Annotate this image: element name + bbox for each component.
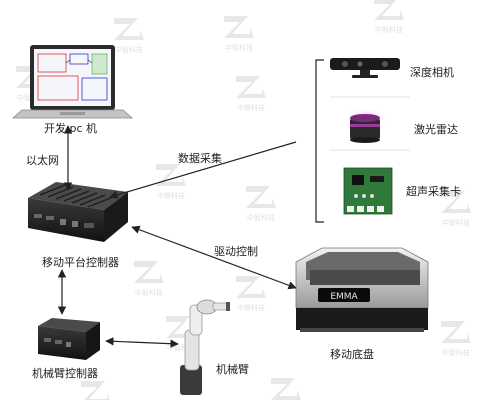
svg-text:中智科技: 中智科技 — [167, 343, 195, 352]
label-drive-control: 驱动控制 — [214, 245, 258, 258]
watermark-logo: 中智科技 — [134, 261, 164, 297]
svg-text:中智科技: 中智科技 — [442, 348, 470, 357]
watermark-logo: 中智科技 — [236, 76, 266, 112]
svg-text:中智科技: 中智科技 — [442, 218, 470, 227]
watermark-logo: 中智科技 — [441, 191, 471, 227]
svg-text:中智科技: 中智科技 — [225, 43, 253, 52]
svg-text:中智科技: 中智科技 — [237, 303, 265, 312]
watermark-logo: 中智科技 — [374, 0, 404, 34]
platform-controller-icon — [28, 182, 128, 242]
label-dev-pc: 开发 pc 机 — [44, 122, 98, 135]
watermark-logo: 中智科技 — [81, 381, 111, 403]
lidar-icon — [343, 108, 387, 143]
watermark-logo: 中智科技 — [166, 316, 196, 352]
watermark-logo: 中智科技 — [114, 18, 144, 54]
watermark-layer: 中智科技中智科技中智科技中智科技中智科技中智科技中智科技中智科技中智科技中智科技… — [16, 0, 471, 403]
depth-camera-icon — [330, 58, 400, 78]
label-robot-arm: 机械臂 — [216, 363, 249, 376]
label-depth-camera: 深度相机 — [410, 66, 454, 79]
watermark-logo: 中智科技 — [441, 321, 471, 357]
ultrasonic-card-icon — [343, 167, 393, 215]
watermark-logo: 中智科技 — [271, 378, 301, 400]
arm-controller-icon — [38, 318, 100, 360]
svg-text:中智科技: 中智科技 — [135, 288, 163, 297]
watermark-logo: 中智科技 — [236, 276, 266, 312]
mobile-base-brand: EMMA — [330, 292, 358, 302]
robot-arm-icon — [180, 299, 230, 395]
label-data-acquisition: 数据采集 — [178, 152, 222, 165]
mobile-base-icon: EMMA — [295, 247, 429, 332]
label-mobile-base: 移动底盘 — [330, 348, 374, 361]
watermark-logo: 中智科技 — [156, 164, 186, 200]
label-lidar: 激光雷达 — [414, 123, 458, 136]
label-platform-controller: 移动平台控制器 — [42, 256, 119, 269]
laptop-icon — [11, 45, 134, 119]
label-ultrasonic-card: 超声采集卡 — [406, 185, 461, 198]
svg-text:中智科技: 中智科技 — [375, 25, 403, 34]
svg-text:中智科技: 中智科技 — [115, 45, 143, 54]
edges — [57, 125, 297, 348]
watermark-logo: 中智科技 — [246, 186, 276, 222]
sensor-group-bracket — [315, 59, 324, 223]
edge-drive-control — [131, 225, 297, 290]
svg-text:中智科技: 中智科技 — [157, 191, 185, 200]
svg-text:中智科技: 中智科技 — [237, 103, 265, 112]
label-arm-controller: 机械臂控制器 — [32, 367, 98, 380]
edge-arm-controller-arm — [105, 337, 179, 348]
label-ethernet: 以太网 — [26, 154, 59, 167]
svg-text:中智科技: 中智科技 — [247, 213, 275, 222]
watermark-logo: 中智科技 — [224, 16, 254, 52]
edge-data-acquisition — [109, 141, 297, 199]
